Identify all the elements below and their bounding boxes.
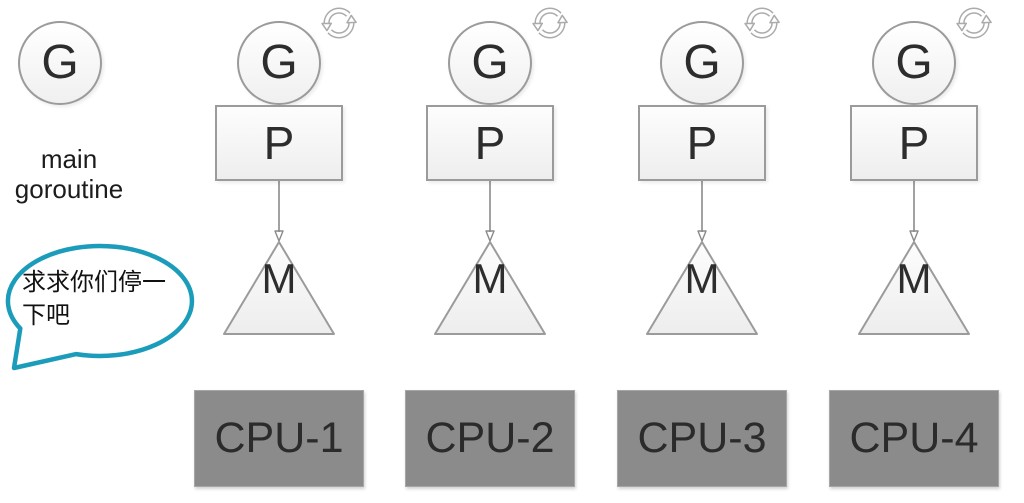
processor-letter: P <box>898 117 930 169</box>
cpu-box: CPU-4 <box>829 390 999 487</box>
processor-box: P <box>215 105 343 181</box>
machine-letter: M <box>472 255 508 302</box>
refresh-icon <box>309 0 369 53</box>
down-arrow-connector <box>484 181 496 243</box>
goroutine-letter: G <box>683 36 721 89</box>
processor-letter: P <box>263 117 295 169</box>
goroutine-circle: G <box>237 21 321 105</box>
refresh-icon <box>944 0 1004 53</box>
cpu-box: CPU-3 <box>617 390 787 487</box>
cpu-box: CPU-1 <box>194 390 364 487</box>
scheduler-column-2: G P M CPU-2 <box>405 0 575 503</box>
goroutine-letter: G <box>895 36 933 89</box>
down-arrow-connector <box>696 181 708 243</box>
machine-letter: M <box>684 255 720 302</box>
processor-letter: P <box>686 117 718 169</box>
scheduler-column-3: G P M CPU-3 <box>617 0 787 503</box>
processor-letter: P <box>474 117 506 169</box>
goroutine-circle: G <box>872 21 956 105</box>
speech-bubble <box>5 243 195 371</box>
refresh-icon <box>520 0 580 53</box>
processor-box: P <box>426 105 554 181</box>
refresh-icon <box>732 0 792 53</box>
goroutine-circle: G <box>448 21 532 105</box>
down-arrow-connector <box>908 181 920 243</box>
goroutine-letter: G <box>471 36 509 89</box>
main-goroutine-letter: G <box>41 36 79 89</box>
processor-box: P <box>850 105 978 181</box>
scheduler-column-1: G P M CPU-1 <box>194 0 364 503</box>
speech-bubble-text: 求求你们停一下吧 <box>22 269 166 329</box>
goroutine-circle: G <box>660 21 744 105</box>
down-arrow-connector <box>273 181 285 243</box>
goroutine-letter: G <box>260 36 298 89</box>
scheduler-column-4: G P M CPU-4 <box>829 0 999 503</box>
processor-box: P <box>638 105 766 181</box>
main-goroutine-circle: G <box>18 21 102 105</box>
machine-letter: M <box>896 255 932 302</box>
main-goroutine-label: main goroutine <box>14 144 124 204</box>
cpu-box: CPU-2 <box>405 390 575 487</box>
machine-letter: M <box>261 255 297 302</box>
